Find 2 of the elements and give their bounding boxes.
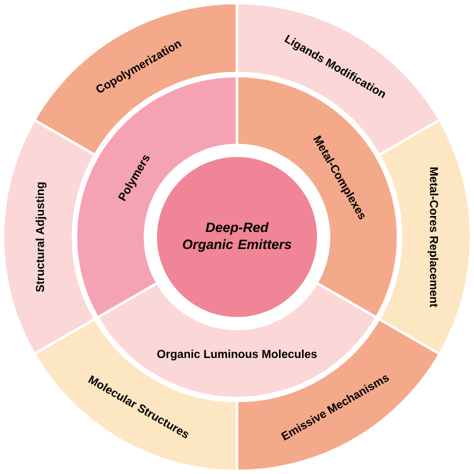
ring-segment: Metal-Cores Replacement [378,118,472,356]
ring-segment: Structural Adjusting [2,118,96,356]
